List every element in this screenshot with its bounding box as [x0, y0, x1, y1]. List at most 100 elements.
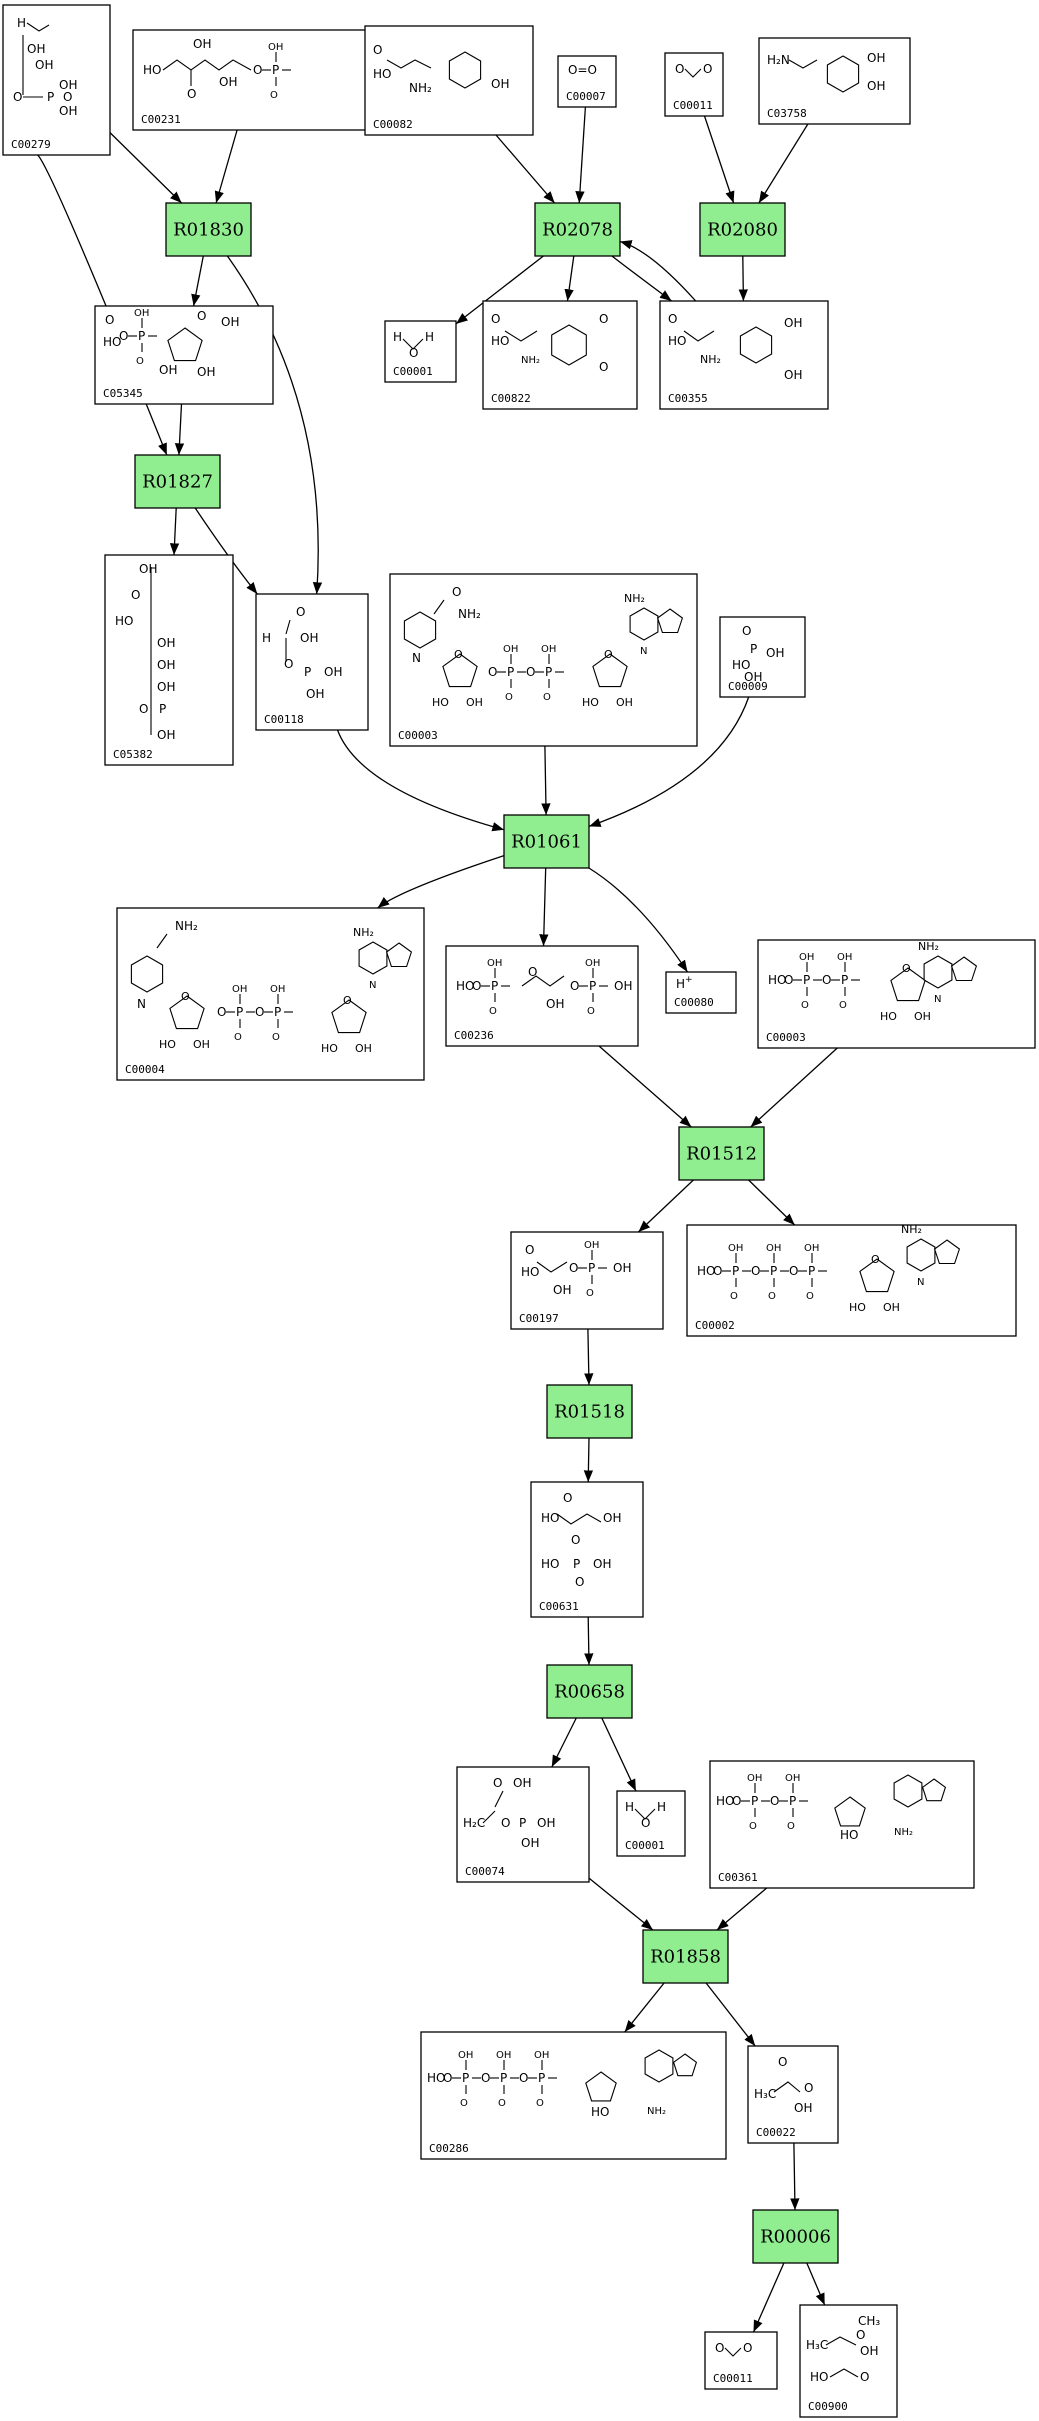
svg-text:OH: OH [616, 696, 633, 709]
svg-text:N: N [917, 1277, 924, 1288]
compound-label: C00355 [668, 392, 708, 405]
svg-text:P: P [573, 1557, 580, 1571]
edge-r02078-to-c00822 [564, 255, 575, 302]
structure-drawing: H+ [676, 975, 693, 991]
svg-text:O: O [443, 2071, 452, 2085]
svg-text:O: O [703, 62, 712, 76]
reaction-node-r01518[interactable]: R01518 [546, 1384, 633, 1439]
svg-text:OH: OH [584, 1240, 599, 1251]
compound-box [104, 554, 234, 766]
svg-text:O: O [770, 1794, 779, 1808]
svg-text:OH: OH [784, 316, 802, 330]
svg-text:O: O [668, 312, 677, 326]
reaction-node-r00006[interactable]: R00006 [752, 2209, 839, 2264]
svg-text:H₂C: H₂C [463, 1816, 485, 1830]
reaction-node-r02080[interactable]: R02080 [699, 202, 786, 257]
compound-box [719, 616, 806, 698]
compound-label: C00118 [264, 713, 304, 726]
reaction-box [165, 202, 252, 257]
svg-text:HO: HO [810, 2370, 828, 2384]
compound-box [757, 939, 1036, 1049]
svg-text:O: O [641, 1816, 650, 1830]
svg-text:P: P [589, 979, 596, 993]
structure-drawing: O=O [568, 63, 597, 77]
edge-c00236-to-r01512 [598, 1045, 692, 1128]
edge-c00007-to-r02078 [575, 106, 587, 204]
svg-text:NH₂: NH₂ [353, 926, 374, 939]
svg-text:N: N [137, 997, 146, 1011]
reaction-node-r01512[interactable]: R01512 [678, 1126, 765, 1181]
svg-text:NH₂: NH₂ [901, 1223, 922, 1236]
svg-text:P: P [272, 63, 279, 77]
svg-text:OH: OH [799, 952, 814, 963]
compound-box [799, 2304, 898, 2418]
svg-text:H: H [425, 330, 434, 344]
svg-text:OH: OH [59, 104, 77, 118]
reaction-node-r01858[interactable]: R01858 [642, 1929, 729, 1984]
edge-r02078-to-c00001 [455, 255, 544, 325]
svg-text:O: O [488, 665, 497, 679]
svg-text:O: O [784, 973, 793, 987]
svg-text:NH₂: NH₂ [700, 353, 721, 366]
svg-text:HO: HO [591, 2105, 609, 2119]
reaction-node-r00658[interactable]: R00658 [546, 1664, 633, 1719]
compound-label: C03758 [767, 107, 807, 120]
compound-label: C00004 [125, 1063, 165, 1076]
svg-text:H₂N: H₂N [767, 53, 790, 67]
svg-text:O: O [587, 1006, 595, 1017]
svg-text:NH₂: NH₂ [175, 919, 198, 933]
svg-text:O: O [586, 1288, 594, 1299]
compound-box [659, 300, 829, 410]
svg-text:O: O [860, 2370, 869, 2384]
compound-node-c00080[interactable]: H+C00080 [665, 971, 737, 1014]
svg-text:HO: HO [880, 1010, 897, 1023]
reaction-node-r01830[interactable]: R01830 [165, 202, 252, 257]
svg-text:P: P [750, 642, 757, 656]
svg-text:NH₂: NH₂ [624, 592, 645, 605]
svg-text:OH: OH [193, 37, 211, 51]
svg-text:O: O [234, 1032, 242, 1043]
reaction-node-r02078[interactable]: R02078 [534, 202, 621, 257]
svg-text:O: O [505, 692, 513, 703]
reaction-node-r01061[interactable]: R01061 [503, 814, 590, 869]
svg-text:OH: OH [521, 1836, 539, 1850]
svg-text:P: P [491, 979, 498, 993]
svg-text:O: O [569, 1261, 578, 1275]
edge-c00355-to-r02078 [619, 240, 697, 302]
svg-text:HO: HO [732, 658, 750, 672]
svg-text:OH: OH [139, 562, 157, 576]
svg-text:OH: OH [458, 2050, 473, 2061]
svg-text:OH: OH [193, 1038, 210, 1051]
reaction-node-r01827[interactable]: R01827 [134, 454, 221, 509]
svg-text:OH: OH [232, 984, 247, 995]
svg-text:P: P [462, 2071, 469, 2085]
svg-text:OH: OH [496, 2050, 511, 2061]
